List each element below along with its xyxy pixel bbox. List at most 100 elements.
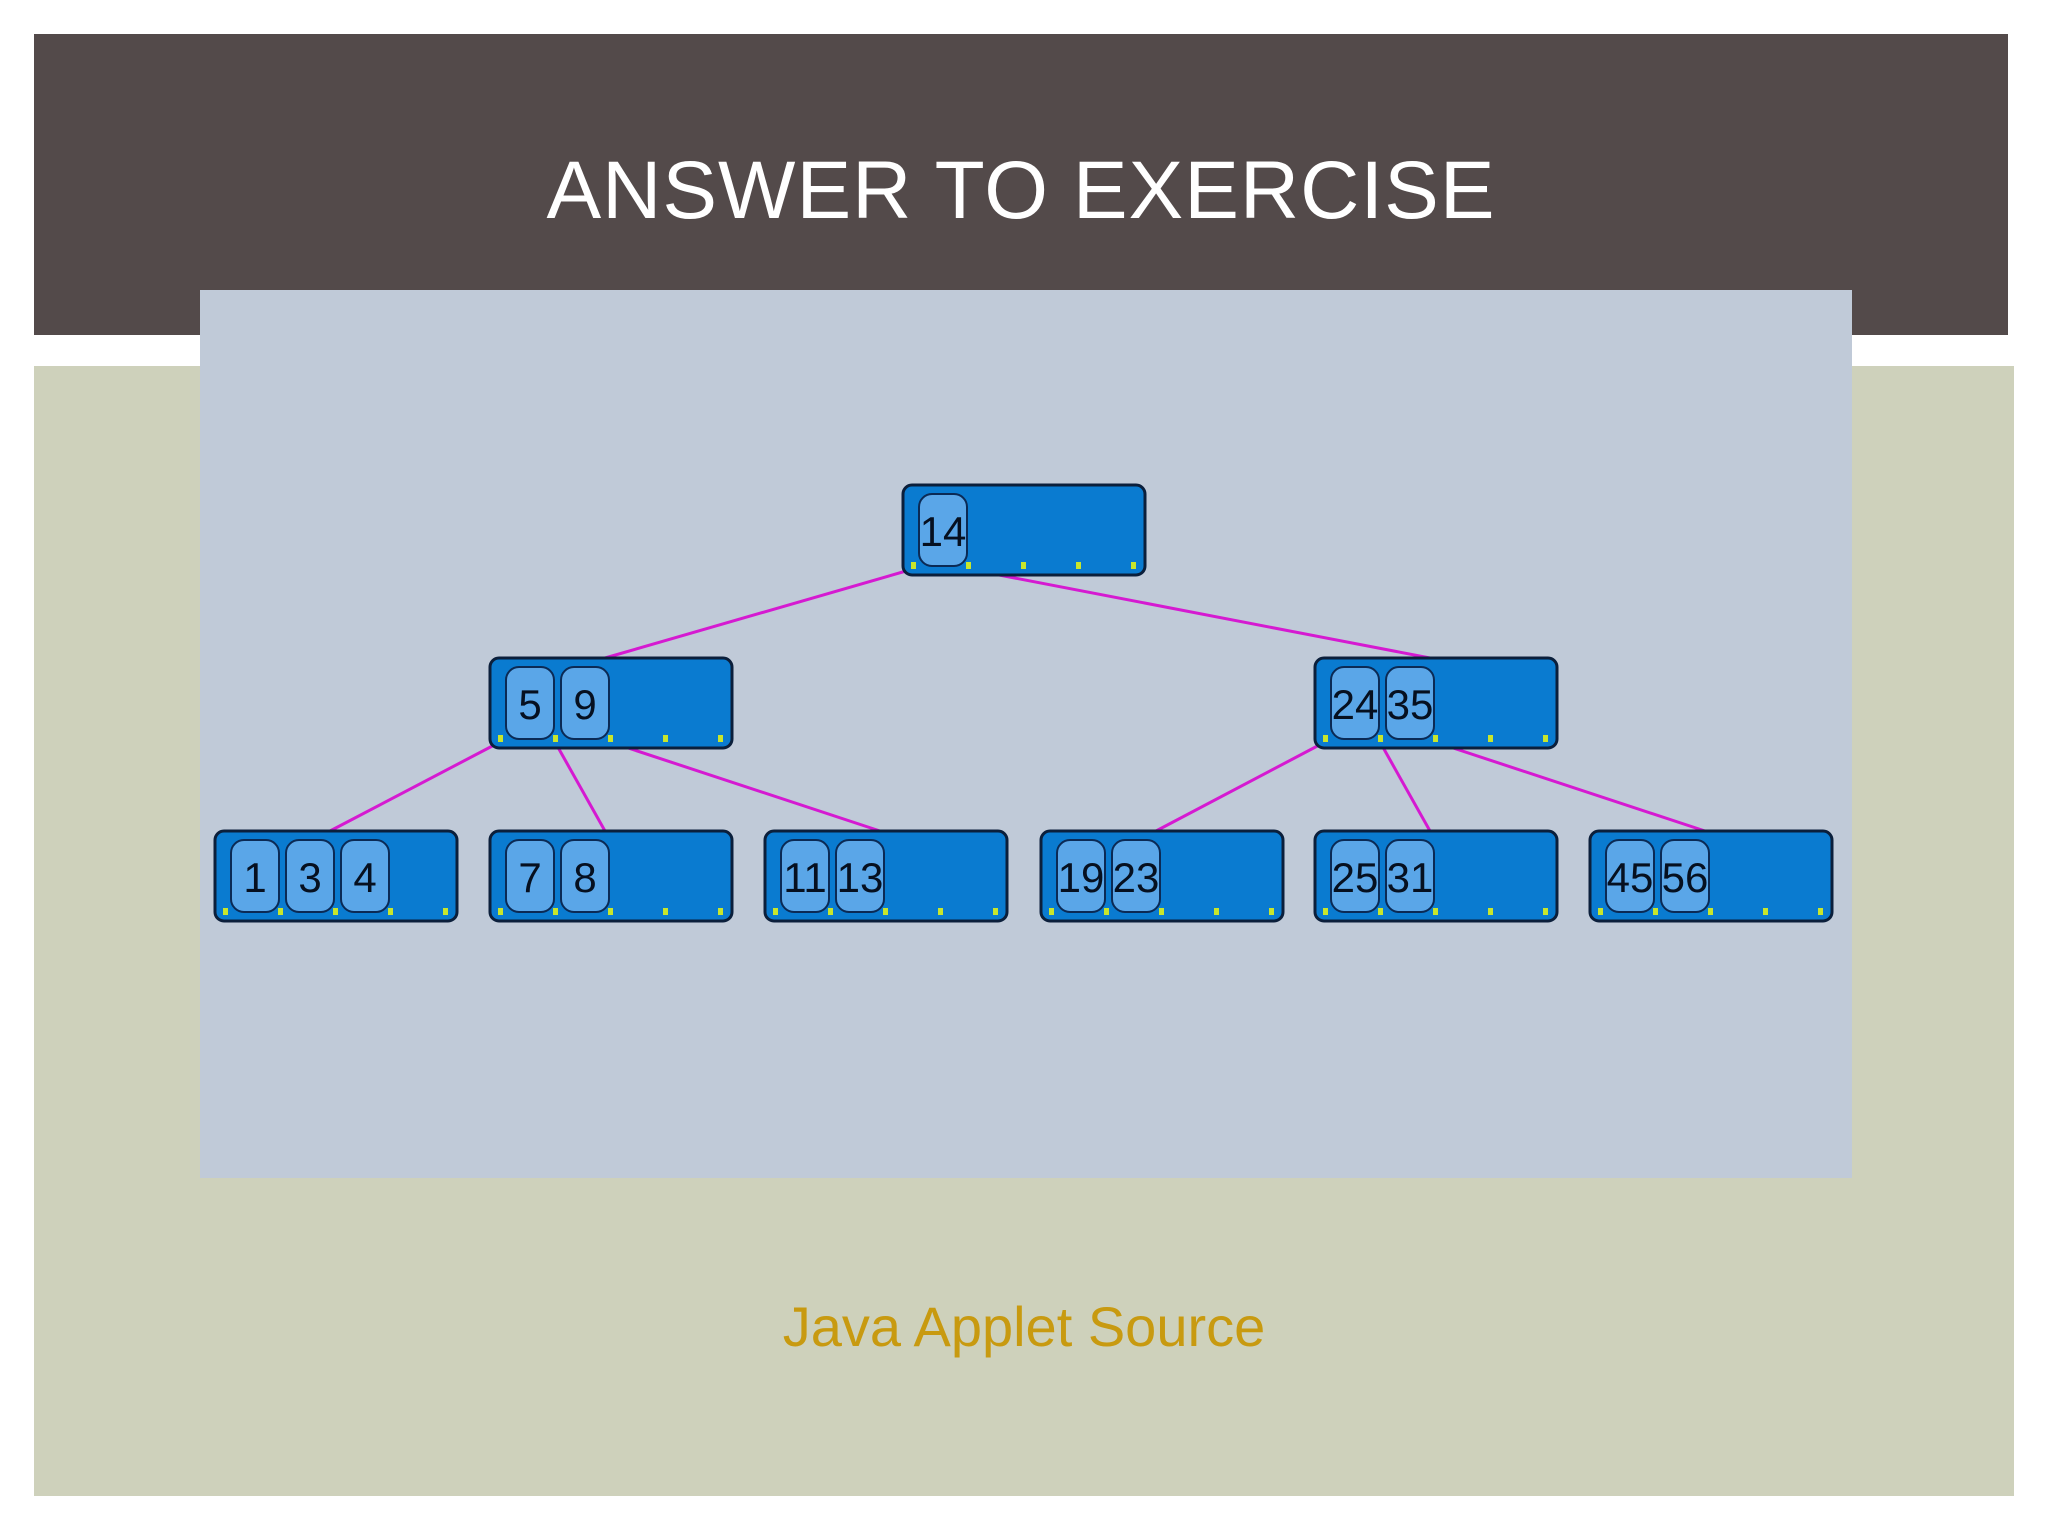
pointer-slot bbox=[1488, 735, 1493, 742]
key-label: 31 bbox=[1387, 854, 1434, 901]
pointer-slot bbox=[1269, 908, 1274, 915]
pointer-slot bbox=[1598, 908, 1603, 915]
pointer-slot bbox=[1378, 735, 1383, 742]
pointer-slot bbox=[1433, 735, 1438, 742]
tree-edge bbox=[1155, 740, 1326, 833]
pointer-slot bbox=[1433, 908, 1438, 915]
key-cell bbox=[340, 839, 390, 913]
pointer-slot bbox=[911, 562, 916, 569]
pointer-slot bbox=[966, 562, 971, 569]
key-cell bbox=[1056, 839, 1106, 913]
key-cell bbox=[835, 839, 885, 913]
pointer-slot bbox=[1543, 735, 1548, 742]
key-cell bbox=[560, 839, 610, 913]
pointer-slot bbox=[1653, 908, 1658, 915]
key-cell bbox=[918, 493, 968, 567]
source-caption: Java Applet Source bbox=[782, 1295, 1266, 1358]
key-label: 19 bbox=[1058, 854, 1105, 901]
pointer-slot bbox=[718, 908, 723, 915]
pointer-slot bbox=[1131, 562, 1136, 569]
pointer-slot bbox=[1323, 908, 1328, 915]
key-label: 23 bbox=[1113, 854, 1160, 901]
key-label: 24 bbox=[1332, 681, 1379, 728]
key-label: 3 bbox=[298, 854, 321, 901]
root-node: 14 bbox=[901, 483, 1147, 577]
edges-layer bbox=[329, 567, 1706, 833]
pointer-slot bbox=[1708, 908, 1713, 915]
key-cell bbox=[1660, 839, 1710, 913]
pointer-slot bbox=[608, 735, 613, 742]
pointer-slot bbox=[1818, 908, 1823, 915]
tree-edge bbox=[553, 741, 607, 832]
key-label: 11 bbox=[783, 854, 827, 901]
pointer-slot bbox=[388, 908, 393, 915]
tree-edge bbox=[1434, 740, 1706, 833]
key-label: 14 bbox=[920, 508, 967, 555]
pointer-slot bbox=[773, 908, 778, 915]
key-cell bbox=[1385, 666, 1435, 740]
tree-edge bbox=[604, 567, 914, 660]
pointer-slot bbox=[333, 908, 338, 915]
key-label: 56 bbox=[1662, 854, 1709, 901]
pointer-slot bbox=[1159, 908, 1164, 915]
pointer-slot bbox=[993, 908, 998, 915]
key-cell bbox=[1330, 666, 1380, 740]
key-cell bbox=[1385, 839, 1435, 913]
pointer-slot bbox=[498, 908, 503, 915]
key-label: 8 bbox=[573, 854, 596, 901]
key-label: 5 bbox=[518, 681, 541, 728]
key-label: 25 bbox=[1332, 854, 1379, 901]
tree-edge bbox=[1378, 741, 1432, 832]
key-cell bbox=[780, 839, 830, 913]
pointer-slot bbox=[718, 735, 723, 742]
pointer-slot bbox=[828, 908, 833, 915]
pointer-slot bbox=[938, 908, 943, 915]
pointer-slot bbox=[663, 735, 668, 742]
key-label: 9 bbox=[573, 681, 596, 728]
slide-title: ANSWER TO EXERCISE bbox=[546, 145, 1496, 236]
key-cell bbox=[505, 666, 555, 740]
pointer-slot bbox=[1378, 908, 1383, 915]
pointer-slot bbox=[883, 908, 888, 915]
key-label: 4 bbox=[353, 854, 376, 901]
key-cell bbox=[505, 839, 555, 913]
pointer-slot bbox=[278, 908, 283, 915]
key-label: 35 bbox=[1387, 681, 1434, 728]
key-label: 7 bbox=[518, 854, 541, 901]
pointer-slot bbox=[1488, 908, 1493, 915]
pointer-slot bbox=[1049, 908, 1054, 915]
pointer-slot bbox=[1763, 908, 1768, 915]
tree-edge bbox=[609, 740, 881, 833]
pointer-slot bbox=[223, 908, 228, 915]
slide-header-bar bbox=[34, 34, 2008, 335]
pointer-slot bbox=[1214, 908, 1219, 915]
pointer-slot bbox=[663, 908, 668, 915]
key-cell bbox=[560, 666, 610, 740]
pointer-slot bbox=[1076, 562, 1081, 569]
key-cell bbox=[285, 839, 335, 913]
key-cell bbox=[1330, 839, 1380, 913]
tree-edge bbox=[967, 567, 1431, 660]
pointer-slot bbox=[553, 908, 558, 915]
key-label: 1 bbox=[243, 854, 266, 901]
tree-edge bbox=[329, 740, 501, 833]
pointer-slot bbox=[498, 735, 503, 742]
key-cell bbox=[1605, 839, 1655, 913]
pointer-slot bbox=[1323, 735, 1328, 742]
pointer-slot bbox=[443, 908, 448, 915]
key-cell bbox=[230, 839, 280, 913]
key-label: 45 bbox=[1607, 854, 1654, 901]
pointer-slot bbox=[1104, 908, 1109, 915]
pointer-slot bbox=[1543, 908, 1548, 915]
